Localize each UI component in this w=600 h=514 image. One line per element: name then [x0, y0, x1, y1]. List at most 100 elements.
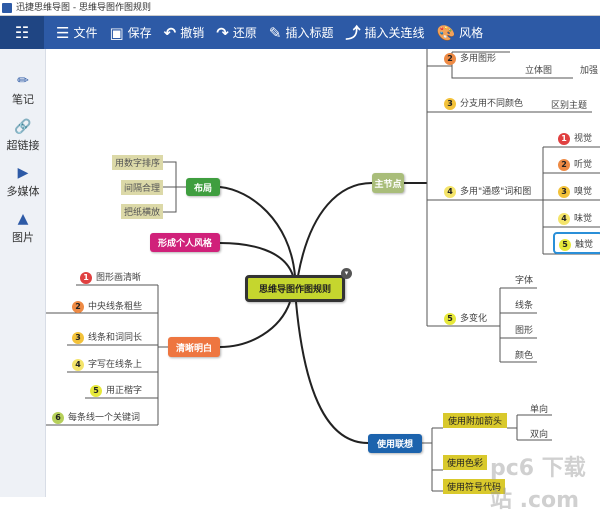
- priority-6-icon: 6: [52, 411, 64, 424]
- subtopic[interactable]: 双向: [530, 427, 548, 440]
- subtopic[interactable]: 颜色: [515, 348, 533, 361]
- subtopic-label: 多变化: [460, 314, 488, 324]
- subtopic[interactable]: 4 多用"通感"词和图: [444, 184, 531, 198]
- topic-clarity[interactable]: 清晰明白: [168, 337, 220, 357]
- style-label: 风格: [459, 26, 484, 40]
- menu-icon: ☰: [56, 23, 70, 42]
- central-topic[interactable]: 思维导图作图规则: [245, 275, 345, 302]
- subtopic-label: 颜色: [515, 351, 534, 361]
- topic-label: 使用联想: [376, 440, 413, 450]
- subtopic[interactable]: 图形: [515, 323, 533, 336]
- subtopic-label: 区别主题: [551, 101, 588, 111]
- insert-relation-button[interactable]: ⤴插入关连线: [345, 22, 424, 43]
- topic-personal-style[interactable]: 形成个人风格: [150, 233, 220, 252]
- tag-icon: ✎: [268, 23, 282, 42]
- sidebar-label: 笔记: [12, 93, 34, 106]
- save-button[interactable]: ▣保存: [109, 24, 151, 42]
- subtopic-label: 间隔合理: [123, 184, 160, 194]
- subtopic-label: 使用符号代码: [446, 483, 501, 493]
- subtopic[interactable]: 把纸横放: [121, 204, 163, 219]
- priority-4-icon: 4: [72, 358, 84, 371]
- sidebar-item-note[interactable]: ✏ 笔记: [0, 71, 46, 107]
- undo-icon: ↶: [163, 23, 177, 42]
- subtopic-label: 字写在线条上: [88, 360, 143, 370]
- sidebar-label: 多媒体: [6, 185, 40, 198]
- topic-association[interactable]: 使用联想: [368, 434, 422, 453]
- subtopic[interactable]: 使用色彩: [443, 455, 487, 470]
- subtopic-label: 多用"通感"词和图: [460, 187, 532, 197]
- insert-title-button[interactable]: ✎插入标题: [269, 24, 334, 42]
- sidebar-item-media[interactable]: ▶ 多媒体: [0, 163, 46, 199]
- subtopic[interactable]: 间隔合理: [121, 180, 163, 195]
- subtopic-label: 线条: [515, 301, 534, 311]
- subtopic-label: 使用附加箭头: [447, 417, 502, 427]
- file-button[interactable]: ☰文件: [56, 24, 97, 42]
- subtopic-label: 字体: [515, 276, 534, 286]
- mindmap-home-icon[interactable]: ☷: [0, 16, 44, 49]
- file-label: 文件: [73, 26, 98, 40]
- subtopic[interactable]: 加强: [580, 63, 598, 76]
- subtopic[interactable]: 字体: [515, 273, 533, 286]
- sidebar: ✏ 笔记 🔗超链接 ▶ 多媒体 ▲图片: [0, 49, 46, 497]
- subtopic[interactable]: 2 多用图形: [444, 51, 496, 65]
- sidebar-label: 超链接: [6, 139, 40, 152]
- image-icon: ▲: [17, 211, 29, 227]
- subtopic-label: 图形画清晰: [96, 273, 142, 283]
- save-label: 保存: [127, 26, 152, 40]
- topic-label: 主节点: [374, 179, 402, 190]
- relation-line-icon: ⤴: [345, 24, 361, 42]
- subtopic-label: 线条和词同长: [88, 333, 143, 343]
- subtopic[interactable]: 用数字排序: [112, 155, 163, 170]
- collapse-toggle-icon[interactable]: ▾: [341, 268, 352, 279]
- subtopic[interactable]: 立体图: [525, 63, 552, 76]
- title-bar: 迅捷思维导图 - 思维导图作图规则: [0, 0, 600, 16]
- topic-main-node[interactable]: 主节点: [372, 173, 404, 193]
- topic-label: 形成个人风格: [157, 239, 212, 249]
- subtopic-label: 中央线条粗些: [88, 302, 143, 312]
- undo-button[interactable]: ↶撤销: [164, 24, 205, 42]
- subtopic-label: 视觉: [574, 134, 593, 144]
- style-button[interactable]: 🎨风格: [436, 24, 483, 42]
- toolbar: ☷ ☰文件 ▣保存 ↶撤销 ↷还原 ✎插入标题 ⤴插入关连线 🎨风格: [0, 16, 600, 49]
- priority-3-icon: 3: [72, 331, 84, 344]
- redo-button[interactable]: ↷还原: [216, 24, 257, 42]
- media-icon: ▶: [17, 165, 29, 181]
- subtopic[interactable]: 使用附加箭头: [443, 413, 507, 428]
- subtopic[interactable]: 区别主题: [551, 98, 587, 111]
- insert-title-label: 插入标题: [285, 26, 334, 40]
- pencil-icon: ✏: [17, 73, 29, 89]
- subtopic-label: 加强: [580, 66, 599, 76]
- topic-layout[interactable]: 布局: [186, 178, 220, 196]
- subtopic-label: 分支用不同颜色: [460, 99, 524, 109]
- subtopic-label: 味觉: [574, 214, 593, 224]
- priority-2-icon: 2: [444, 52, 456, 65]
- subtopic[interactable]: 线条: [515, 298, 533, 311]
- subtopic[interactable]: 单向: [530, 402, 548, 415]
- subtopic-label: 把纸横放: [123, 208, 160, 218]
- priority-2-icon: 2: [558, 158, 570, 171]
- sidebar-item-image[interactable]: ▲图片: [0, 209, 46, 245]
- priority-4-icon: 4: [444, 185, 456, 198]
- topic-label: 清晰明白: [175, 343, 212, 354]
- subtopic-label: 触觉: [575, 240, 594, 250]
- subtopic-label: 用正楷字: [106, 386, 143, 396]
- sidebar-item-link[interactable]: 🔗超链接: [0, 117, 46, 153]
- subtopic-label: 多用图形: [460, 54, 497, 64]
- priority-2-icon: 2: [72, 300, 84, 313]
- subtopic[interactable]: 使用符号代码: [443, 479, 505, 494]
- subtopic-label: 双向: [530, 430, 549, 440]
- subtopic[interactable]: 2 中央线条粗些: [72, 299, 142, 313]
- subtopic[interactable]: 3 线条和词同长: [72, 330, 142, 344]
- subtopic[interactable]: 4 字写在线条上: [72, 357, 142, 371]
- app-icon: [2, 3, 12, 13]
